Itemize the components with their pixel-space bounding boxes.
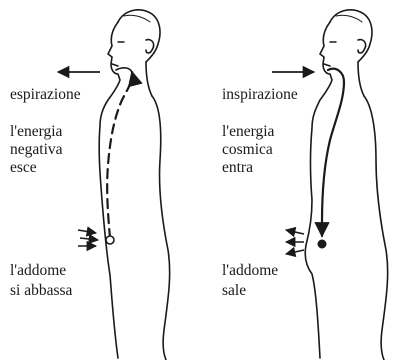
- right-abdomen-point: [318, 240, 327, 249]
- label-left-energy-1: l'energia: [10, 123, 62, 140]
- label-left-energy-2: negativa: [10, 141, 63, 158]
- label-exhale: espirazione: [10, 86, 81, 103]
- left-breath-path: [107, 68, 132, 238]
- label-right-abdomen-2: sale: [222, 282, 246, 299]
- right-abdomen-arrows: [286, 230, 304, 254]
- label-left-energy-3: esce: [10, 159, 37, 176]
- label-left-abdomen-1: l'addome: [10, 262, 66, 279]
- left-abdomen-point: [106, 236, 114, 244]
- left-abdomen-arrows: [78, 230, 98, 246]
- label-right-abdomen-1: l'addome: [222, 262, 278, 279]
- label-inhale: inspirazione: [222, 86, 298, 103]
- label-right-energy-1: l'energia: [222, 123, 274, 140]
- label-left-abdomen-2: si abbassa: [10, 282, 72, 299]
- left-figure: [99, 10, 169, 360]
- right-figure: [305, 10, 387, 360]
- label-right-energy-3: entra: [222, 159, 253, 176]
- label-right-energy-2: cosmica: [222, 141, 273, 158]
